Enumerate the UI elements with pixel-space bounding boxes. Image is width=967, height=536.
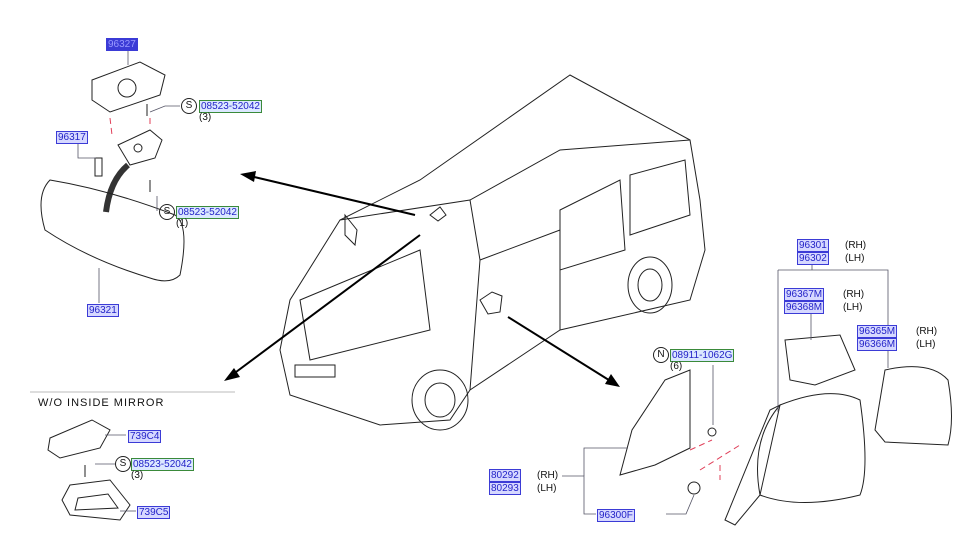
part-96327[interactable]: 96327 bbox=[106, 38, 138, 51]
part-96302[interactable]: 96302 bbox=[797, 252, 829, 265]
screw-symbol: S bbox=[181, 98, 197, 114]
part-96321[interactable]: 96321 bbox=[87, 304, 119, 317]
screw-symbol: S bbox=[115, 456, 131, 472]
callout-arrows bbox=[231, 175, 613, 383]
part-screw-08523-52042[interactable]: 08523-52042 bbox=[199, 100, 262, 113]
part-739C4[interactable]: 739C4 bbox=[128, 430, 162, 443]
part-screw-08523-52042[interactable]: 08523-52042 bbox=[131, 458, 194, 471]
side-label: (RH) bbox=[843, 289, 865, 300]
side-label: (LH) bbox=[916, 339, 936, 350]
part-739C5[interactable]: 739C5 bbox=[137, 506, 171, 519]
side-label: (LH) bbox=[845, 253, 865, 264]
qty: (6) bbox=[670, 361, 683, 372]
part-96366M[interactable]: 96366M bbox=[857, 338, 898, 351]
part-96317[interactable]: 96317 bbox=[56, 131, 88, 144]
section-heading: W/O INSIDE MIRROR bbox=[38, 397, 165, 409]
side-label: (LH) bbox=[537, 483, 557, 494]
part-96301[interactable]: 96301 bbox=[797, 239, 829, 252]
part-96365M[interactable]: 96365M bbox=[857, 325, 898, 338]
part-96300F[interactable]: 96300F bbox=[597, 509, 635, 522]
part-96367M[interactable]: 96367M bbox=[784, 288, 825, 301]
part-80292[interactable]: 80292 bbox=[489, 469, 521, 482]
side-label: (RH) bbox=[916, 326, 938, 337]
side-label: (RH) bbox=[537, 470, 559, 481]
screw-symbol: S bbox=[159, 204, 175, 220]
qty: (3) bbox=[199, 112, 212, 123]
part-screw-08523-52042[interactable]: 08523-52042 bbox=[176, 206, 239, 219]
inside-mirror-illustration bbox=[40, 61, 185, 282]
qty: (1) bbox=[176, 218, 189, 229]
assembly-lines bbox=[109, 117, 741, 480]
side-label: (RH) bbox=[845, 240, 867, 251]
door-mirror-illustration bbox=[619, 334, 952, 526]
qty: (3) bbox=[131, 470, 144, 481]
van-illustration bbox=[279, 74, 706, 431]
part-96368M[interactable]: 96368M bbox=[784, 301, 825, 314]
part-80293[interactable]: 80293 bbox=[489, 482, 521, 495]
part-nut-08911-1062G[interactable]: 08911-1062G bbox=[670, 349, 735, 362]
side-label: (LH) bbox=[843, 302, 863, 313]
nut-symbol: N bbox=[653, 347, 669, 363]
